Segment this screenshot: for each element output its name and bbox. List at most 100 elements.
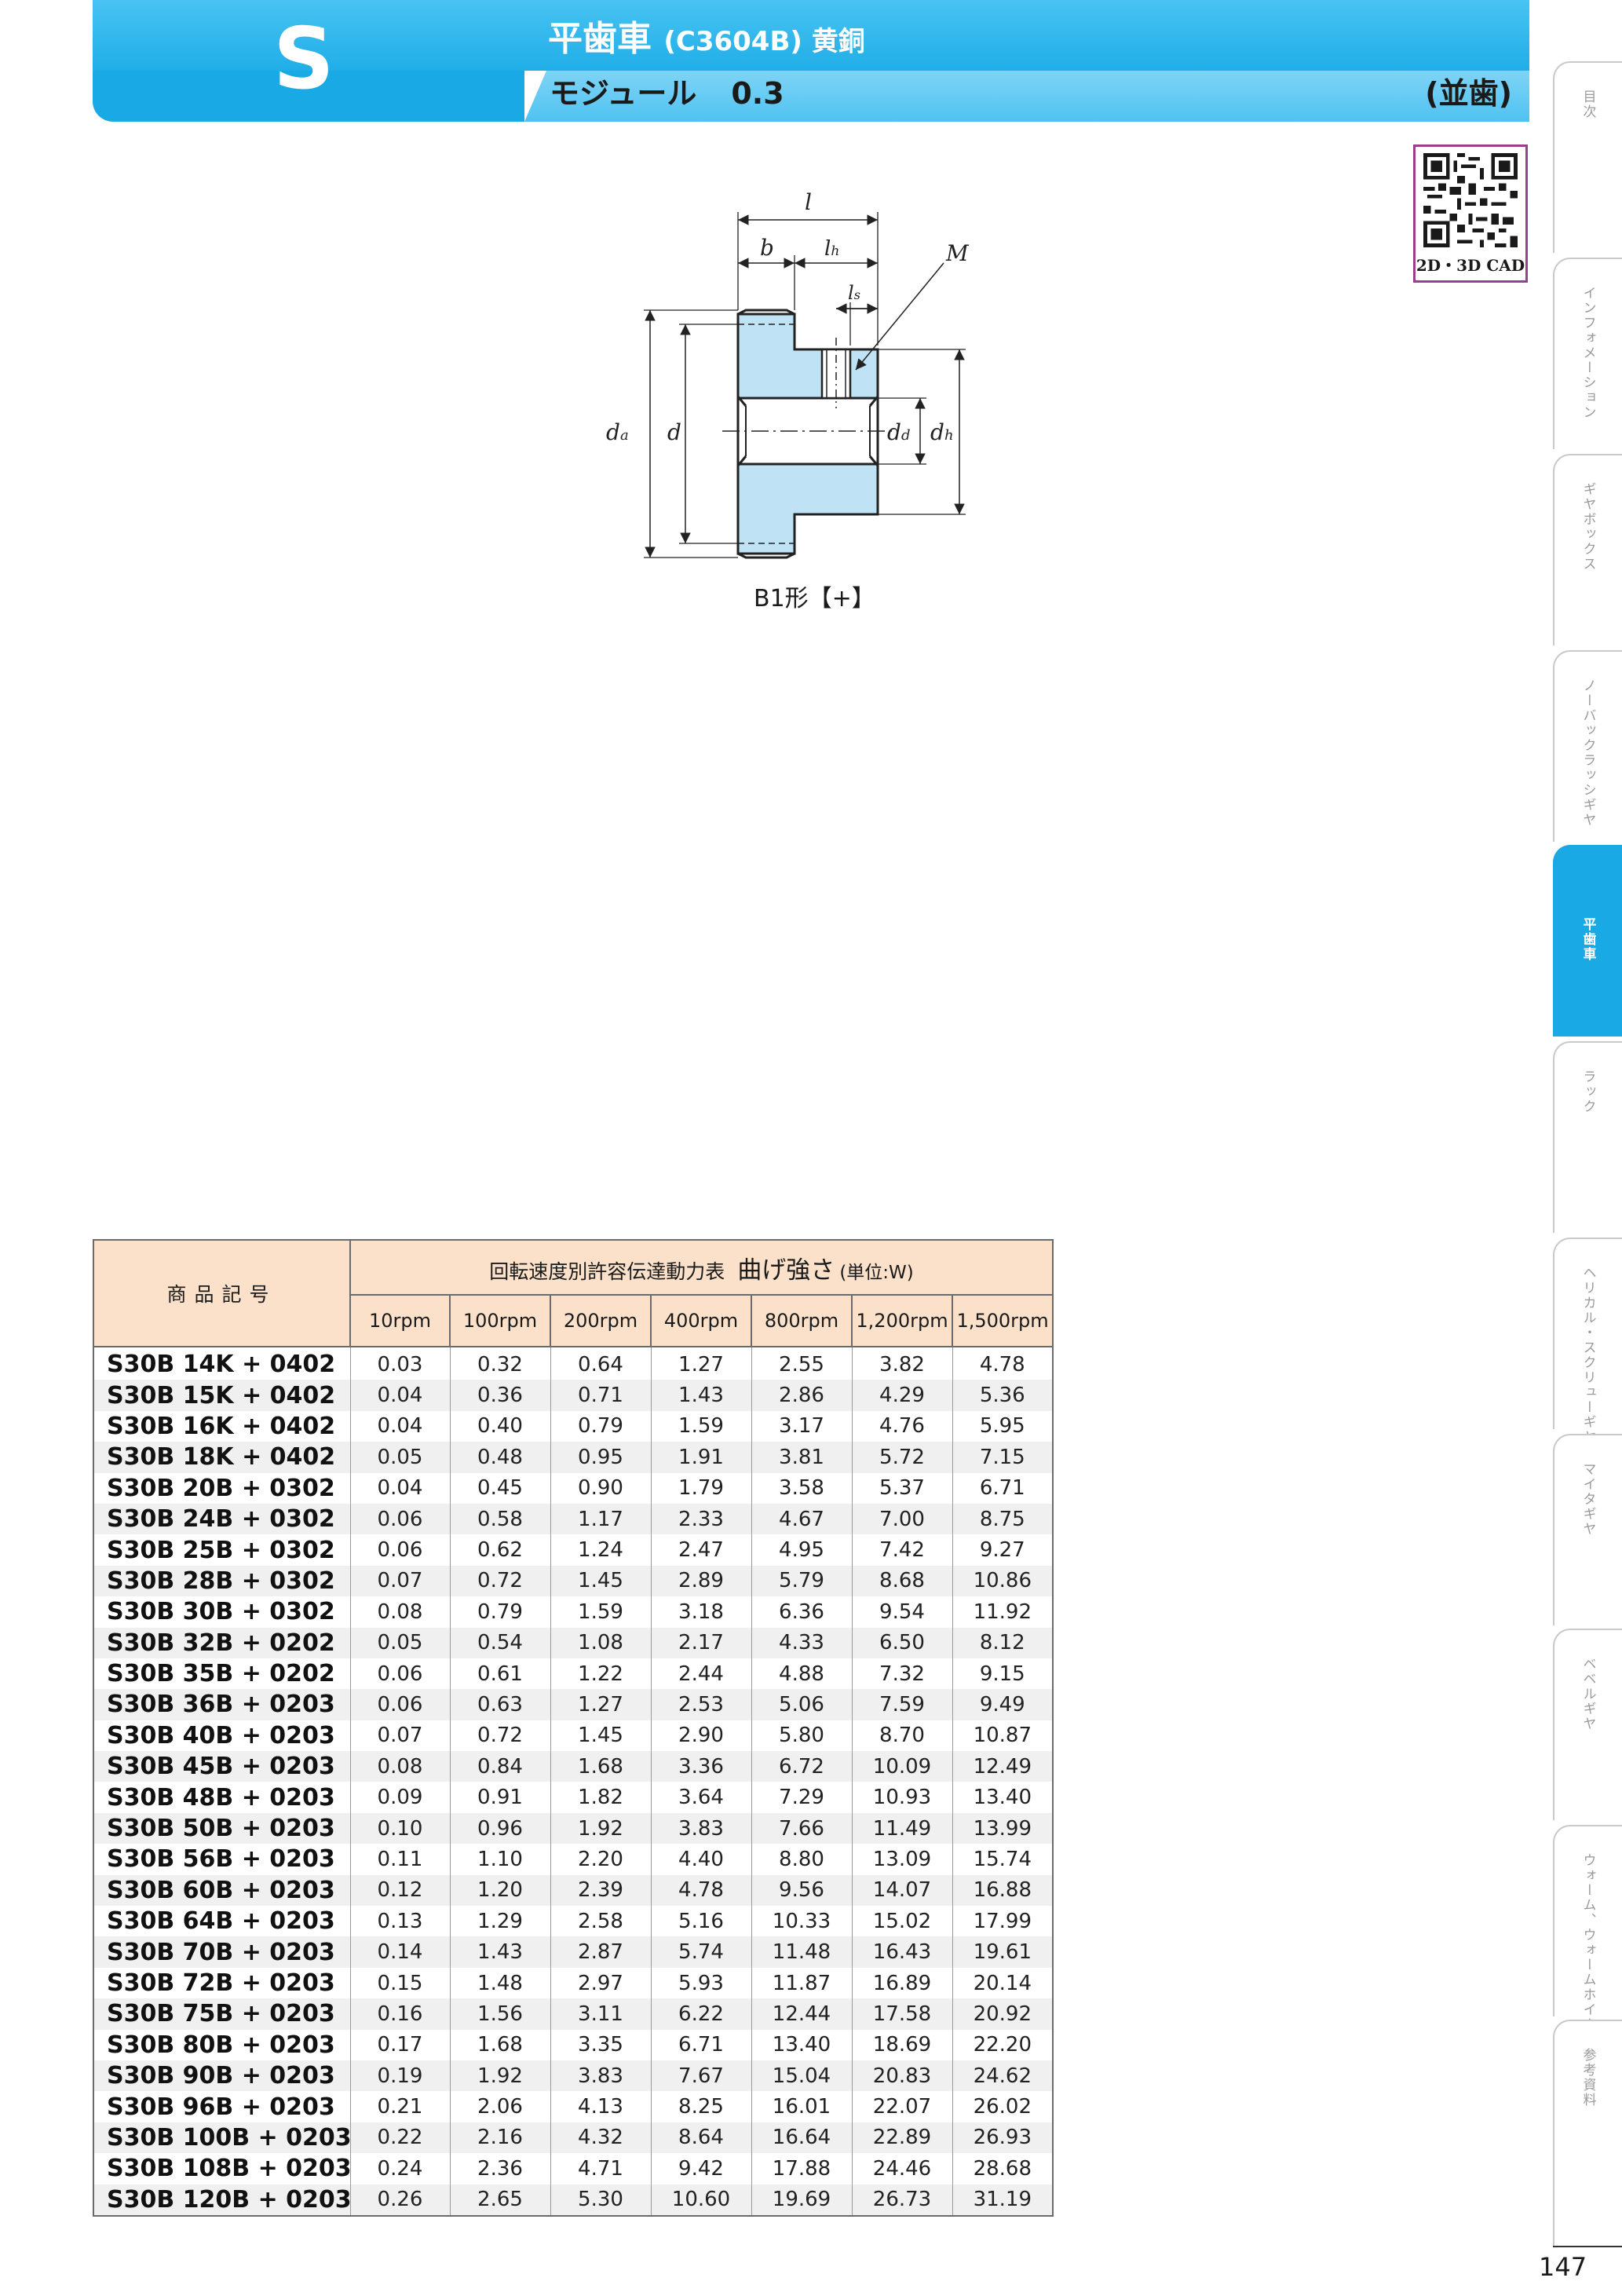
power-value: 0.04 xyxy=(349,1472,451,1504)
tab-worm-wheel[interactable]: ウォーム、ウォームホイール xyxy=(1553,1825,1622,2047)
power-value: 0.90 xyxy=(550,1472,652,1504)
power-value: 0.22 xyxy=(349,2122,451,2154)
power-value: 2.97 xyxy=(550,1967,652,1999)
power-value: 1.22 xyxy=(550,1658,652,1690)
tab-spur-gear[interactable]: 平歯車 xyxy=(1553,845,1622,1036)
power-value: 0.19 xyxy=(349,2060,451,2092)
product-code: S30B 30B + 0302 xyxy=(93,1596,351,1628)
module-value: 0.3 xyxy=(731,76,784,111)
power-value: 0.72 xyxy=(449,1565,551,1597)
tab-reference[interactable]: 参考資料 xyxy=(1553,2020,1622,2247)
power-value: 15.02 xyxy=(851,1906,953,1937)
power-value: 24.62 xyxy=(952,2060,1054,2092)
power-value: 17.88 xyxy=(751,2153,853,2184)
power-value: 3.35 xyxy=(550,2029,652,2060)
product-code: S30B 56B + 0203 xyxy=(93,1844,351,1875)
power-value: 2.33 xyxy=(650,1503,752,1535)
power-value: 7.29 xyxy=(751,1782,853,1813)
power-value: 1.48 xyxy=(449,1967,551,1999)
power-value: 5.93 xyxy=(650,1967,752,1999)
product-code: S30B 108B + 0203 xyxy=(93,2153,352,2184)
tab-helical-screw-gear[interactable]: ヘリカル・スクリューギヤ xyxy=(1553,1238,1622,1445)
power-value: 2.39 xyxy=(550,1874,652,1907)
power-value: 2.86 xyxy=(751,1380,853,1411)
cad-qr-badge[interactable]: 2D・3D CAD xyxy=(1413,144,1528,283)
power-value: 1.27 xyxy=(550,1689,652,1720)
label-dd: dd xyxy=(887,419,910,445)
tab-bevel-gear[interactable]: ベベルギヤ xyxy=(1553,1629,1622,1820)
power-value: 20.92 xyxy=(952,1998,1054,2030)
power-value: 4.88 xyxy=(751,1658,853,1690)
power-value: 19.69 xyxy=(751,2184,853,2217)
power-value: 0.72 xyxy=(449,1720,551,1752)
power-value: 3.82 xyxy=(851,1347,953,1380)
power-value: 16.88 xyxy=(952,1874,1054,1907)
tooth-type: (並歯) xyxy=(1425,76,1512,111)
product-code: S30B 45B + 0203 xyxy=(93,1751,351,1782)
power-value: 13.40 xyxy=(751,2029,853,2060)
power-value: 9.15 xyxy=(952,1658,1054,1690)
power-value: 10.60 xyxy=(650,2184,752,2217)
power-value: 10.93 xyxy=(851,1782,953,1813)
product-code: S30B 32B + 0202 xyxy=(93,1627,351,1658)
power-value: 1.43 xyxy=(650,1380,752,1411)
tab-information[interactable]: インフォメーション xyxy=(1553,258,1622,449)
power-value: 3.58 xyxy=(751,1472,853,1504)
power-value: 9.42 xyxy=(650,2153,752,2184)
header-rpm: 100rpm xyxy=(449,1294,551,1347)
power-value: 13.40 xyxy=(952,1782,1054,1813)
power-value: 18.69 xyxy=(851,2029,953,2060)
tab-gearbox[interactable]: ギヤボックス xyxy=(1553,454,1622,645)
tab-miter-gear[interactable]: マイタギヤ xyxy=(1553,1434,1622,1625)
power-value: 10.09 xyxy=(851,1751,953,1782)
power-value: 3.11 xyxy=(550,1998,652,2030)
power-value: 1.10 xyxy=(449,1844,551,1875)
power-value: 3.36 xyxy=(650,1751,752,1782)
power-value: 1.68 xyxy=(550,1751,652,1782)
product-code: S30B 18K + 0402 xyxy=(93,1442,351,1473)
power-value: 10.86 xyxy=(952,1565,1054,1597)
power-value: 0.08 xyxy=(349,1751,451,1782)
tab-label: インフォメーション xyxy=(1580,286,1596,420)
power-value: 0.13 xyxy=(349,1906,451,1937)
power-value: 0.36 xyxy=(449,1380,551,1411)
page-number-rule xyxy=(1553,2246,1622,2247)
power-value: 0.32 xyxy=(449,1347,551,1380)
power-value: 5.95 xyxy=(952,1410,1054,1442)
tab-label: ベベルギヤ xyxy=(1580,1657,1596,1731)
cad-label: 2D・3D CAD xyxy=(1416,256,1525,275)
tab-no-backlash-gear[interactable]: ノーバックラッシギヤ xyxy=(1553,650,1622,842)
power-value: 3.83 xyxy=(650,1812,752,1844)
power-value: 9.49 xyxy=(952,1689,1054,1720)
header-rpm: 200rpm xyxy=(550,1294,652,1347)
power-value: 31.19 xyxy=(952,2184,1054,2217)
power-value: 14.07 xyxy=(851,1874,953,1907)
power-value: 2.53 xyxy=(650,1689,752,1720)
power-value: 4.29 xyxy=(851,1380,953,1411)
power-value: 0.24 xyxy=(349,2153,451,2184)
power-value: 7.67 xyxy=(650,2060,752,2092)
power-value: 26.73 xyxy=(851,2184,953,2217)
power-value: 0.06 xyxy=(349,1503,451,1535)
power-value: 0.79 xyxy=(550,1410,652,1442)
power-value: 0.12 xyxy=(349,1874,451,1907)
power-value: 0.48 xyxy=(449,1442,551,1473)
tab-label: ノーバックラッシギヤ xyxy=(1580,678,1596,828)
header-rpm: 10rpm xyxy=(349,1294,451,1347)
power-value: 9.54 xyxy=(851,1596,953,1628)
power-value: 2.65 xyxy=(449,2184,551,2217)
power-value: 1.45 xyxy=(550,1720,652,1752)
tab-rack[interactable]: ラック xyxy=(1553,1041,1622,1233)
power-value: 8.12 xyxy=(952,1627,1054,1658)
power-value: 5.79 xyxy=(751,1565,853,1597)
power-value: 0.16 xyxy=(349,1998,451,2030)
product-code: S30B 120B + 0203 xyxy=(93,2184,352,2217)
tab-contents[interactable]: 目次 xyxy=(1553,61,1622,253)
product-code: S30B 15K + 0402 xyxy=(93,1380,351,1411)
